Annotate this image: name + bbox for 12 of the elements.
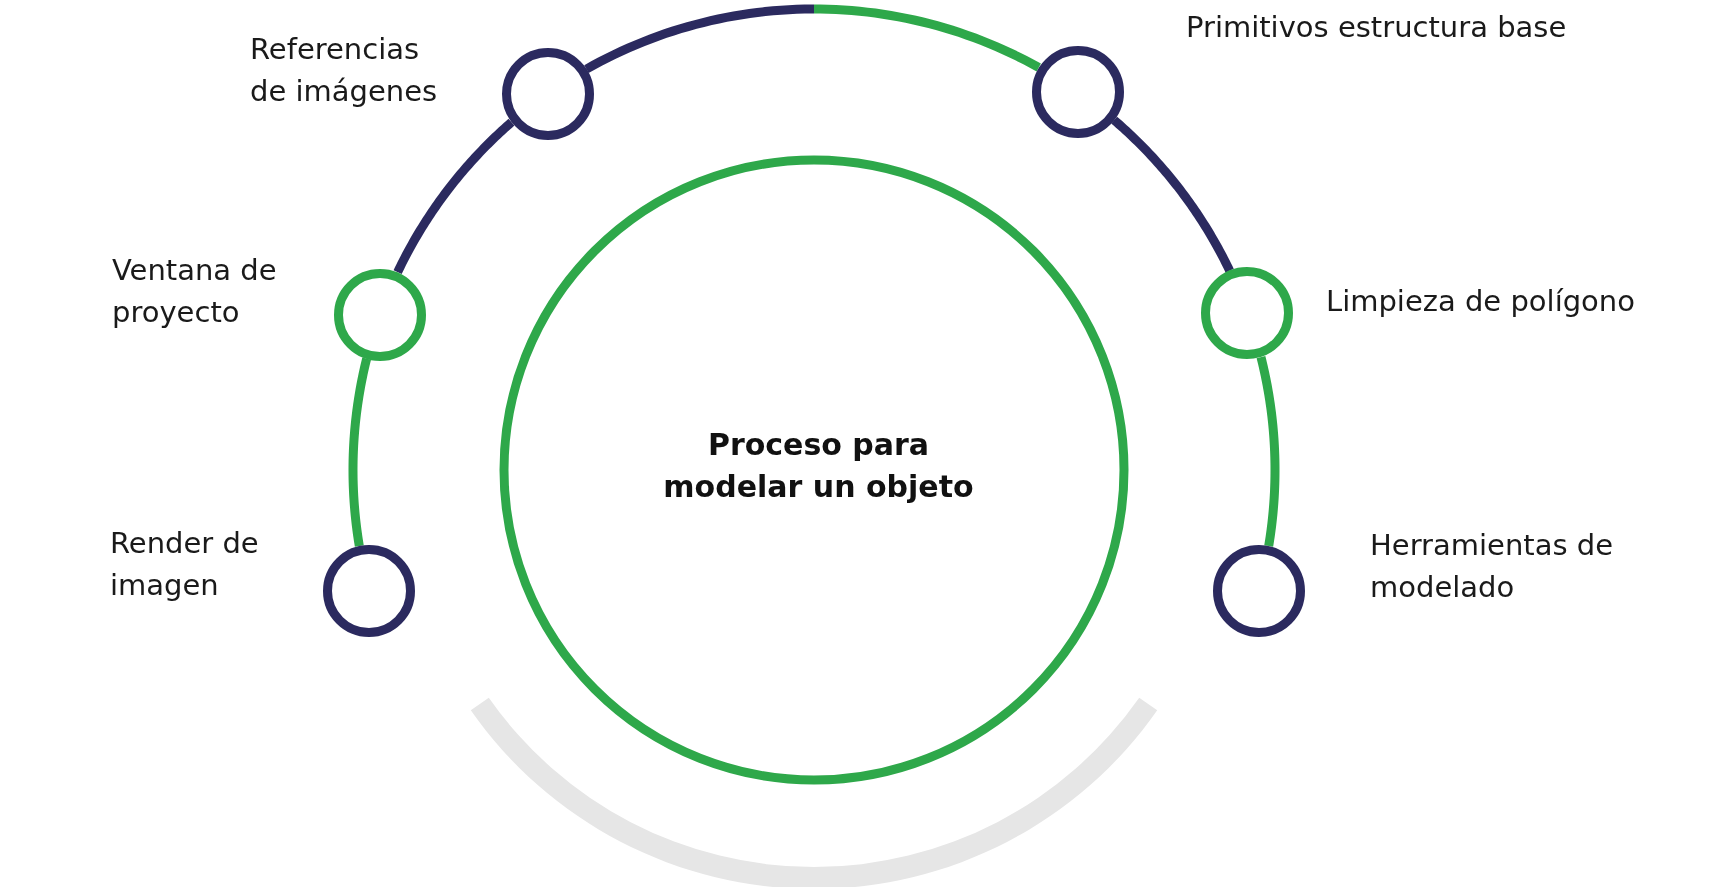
step-label: Limpieza de polígono xyxy=(1326,283,1636,320)
arc-connector xyxy=(1256,355,1280,548)
arc-connector xyxy=(348,357,372,548)
step-label: Render de imagen xyxy=(110,525,260,604)
step-label: Primitivos estructura base xyxy=(1186,9,1568,46)
step-label: Referencias de imágenes xyxy=(250,31,439,110)
arc-connector xyxy=(393,118,515,275)
step-label: Ventana de proyecto xyxy=(112,252,278,331)
arc-connector xyxy=(1111,116,1234,273)
center-title: Proceso para modelar un objeto xyxy=(662,425,975,506)
step-label: Herramientas de modelado xyxy=(1370,527,1614,606)
arc-connector xyxy=(584,4,1041,73)
